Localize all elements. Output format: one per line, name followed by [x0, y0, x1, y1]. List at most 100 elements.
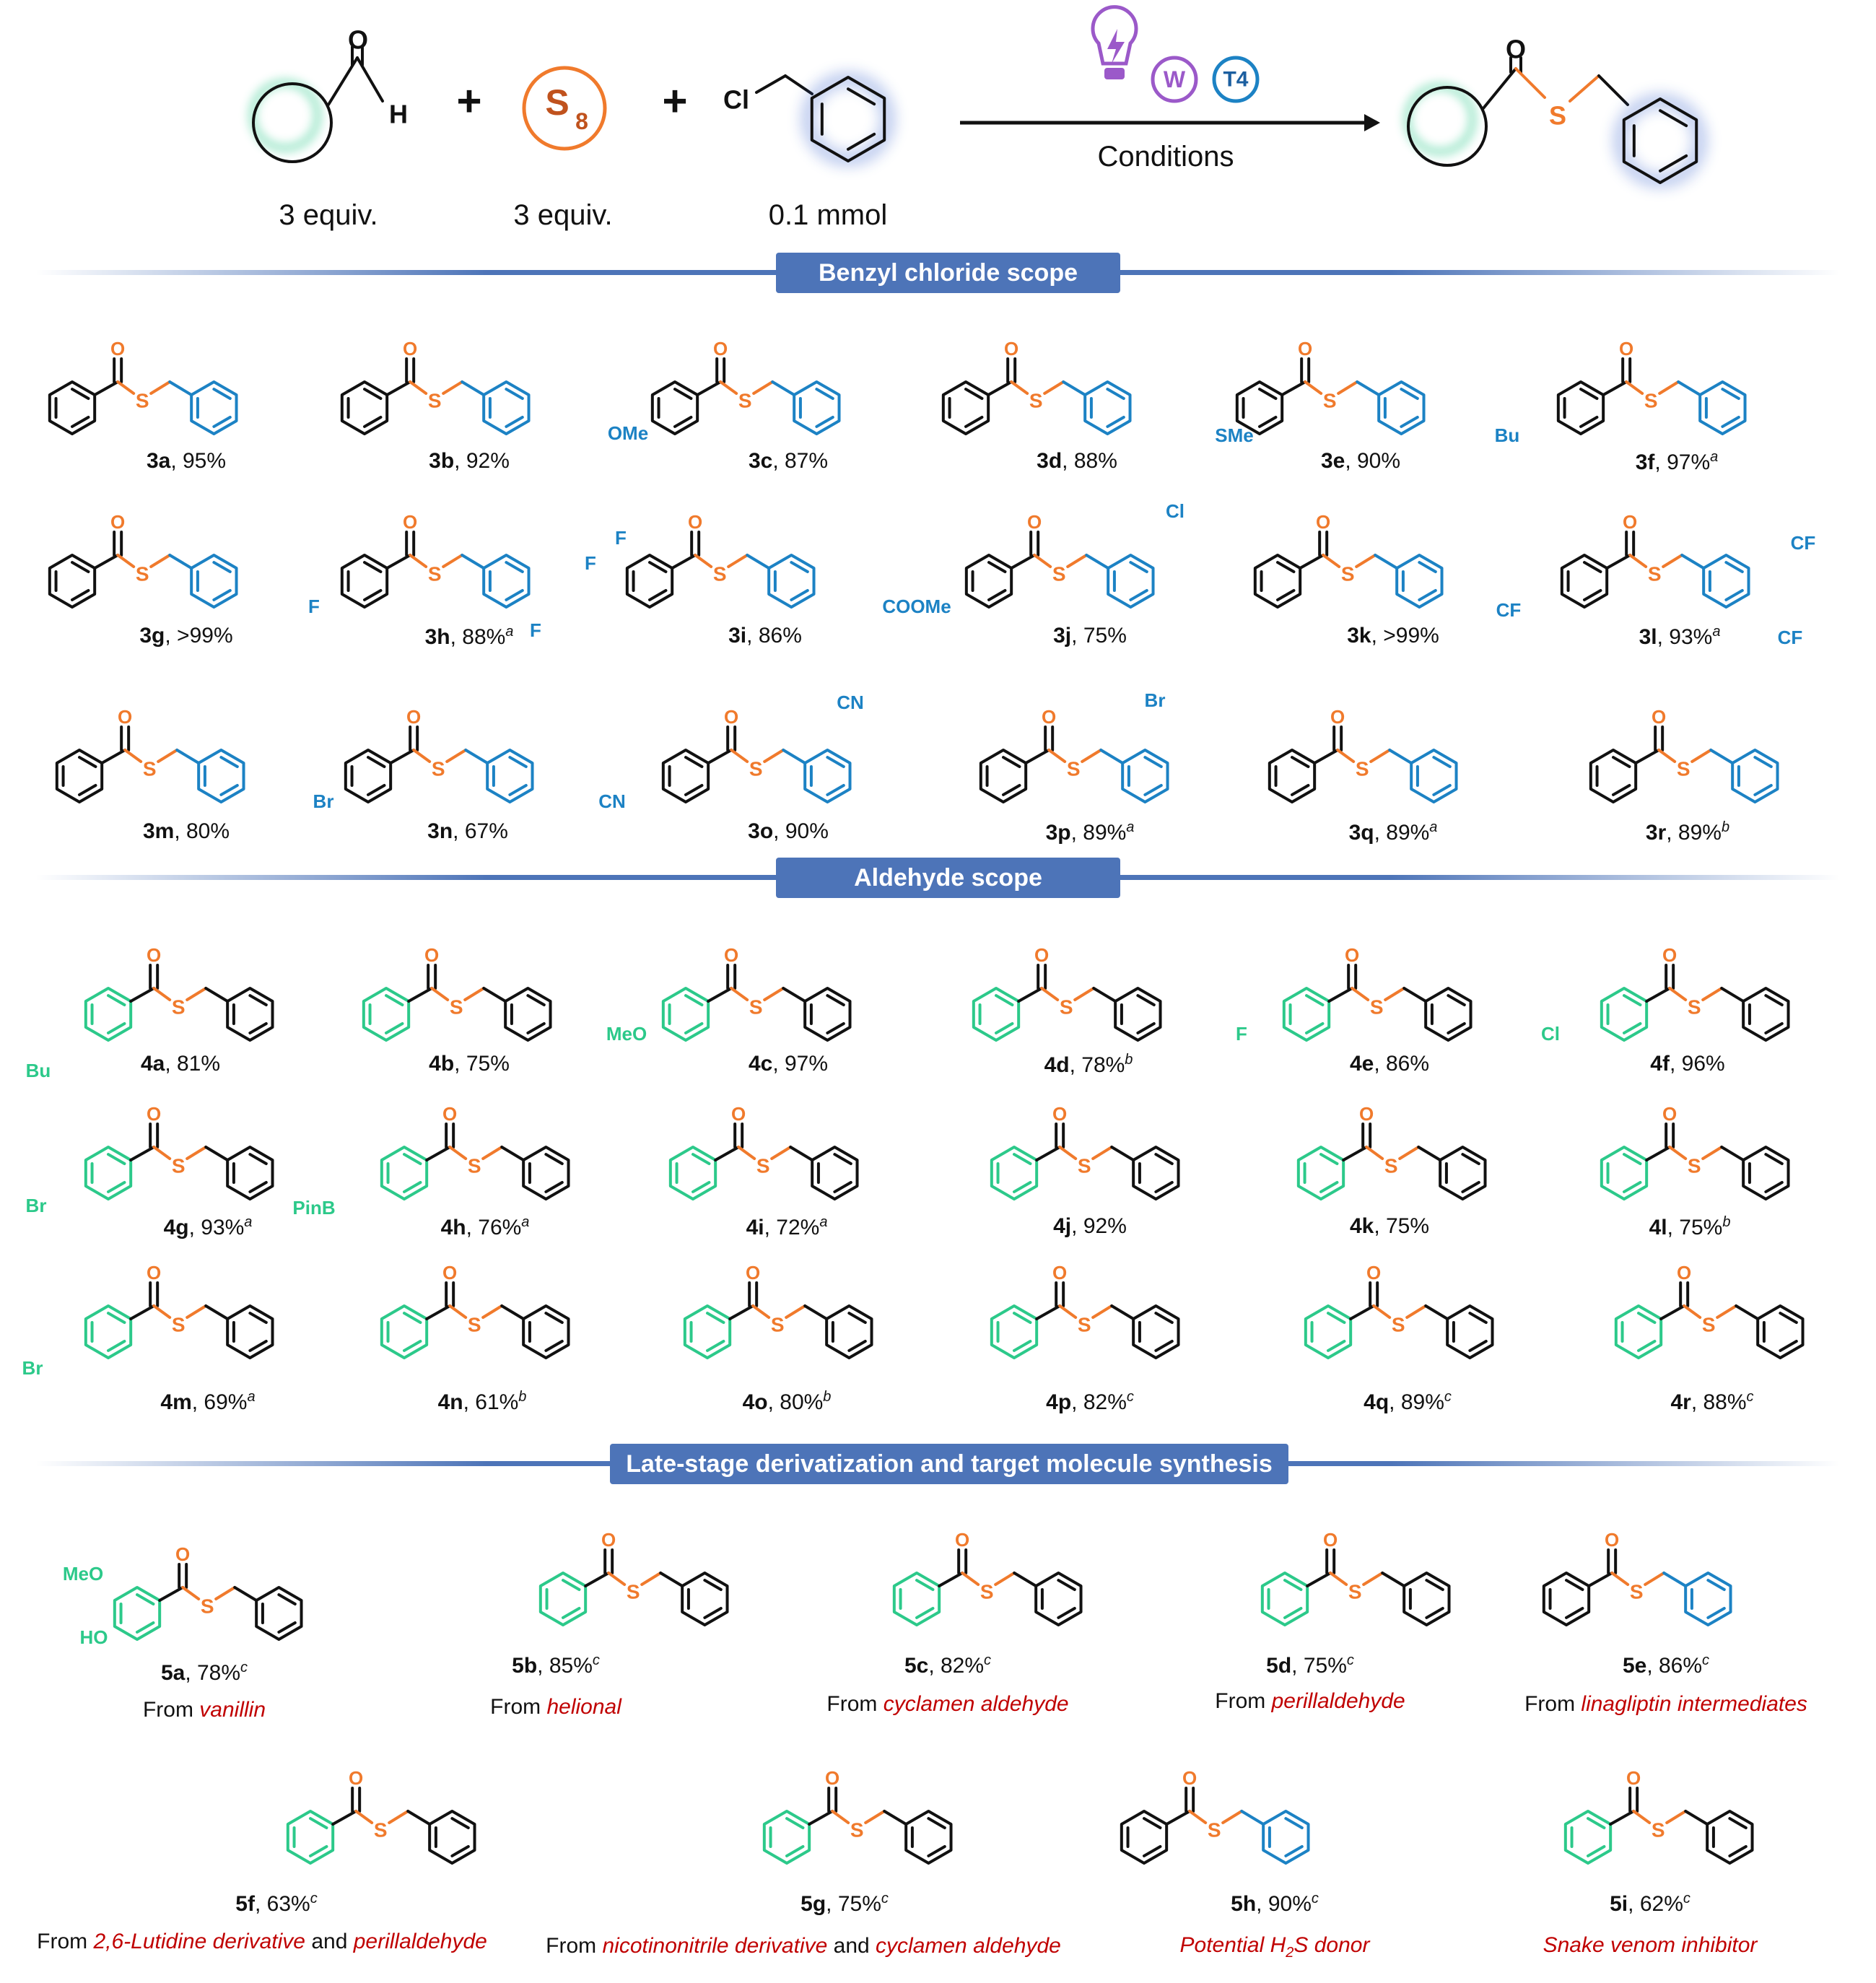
bond [1384, 987, 1406, 1001]
bond [129, 1146, 156, 1162]
bond [412, 749, 432, 763]
bond [808, 1810, 834, 1826]
compound-yield: , 95% [170, 449, 227, 473]
equiv-sulfur: 3 equiv. [513, 199, 613, 231]
bond [1154, 1339, 1174, 1352]
bond [1583, 588, 1602, 601]
atom-label: S [428, 563, 442, 585]
plus-sign-2: + [662, 77, 687, 126]
atom-label: CF [1791, 532, 1816, 554]
atom-label: Br [22, 1357, 43, 1379]
source-prefix: From [37, 1930, 94, 1953]
atom-label: S [850, 1819, 864, 1842]
bond [544, 1153, 564, 1166]
bond [107, 1153, 126, 1166]
bond [737, 1146, 756, 1160]
bond [1327, 1312, 1346, 1325]
footnote-marker: c [984, 1652, 992, 1668]
compound-yield: , 90% [1345, 449, 1401, 473]
product-ring [1407, 86, 1488, 167]
bond [1305, 994, 1325, 1007]
bond [831, 1810, 850, 1824]
atom-label: O [1323, 1529, 1338, 1551]
compound-id: 4m [160, 1390, 192, 1414]
compound-id: 4e [1349, 1052, 1374, 1076]
bond [168, 554, 193, 570]
bond [826, 994, 845, 1007]
bond [505, 415, 524, 428]
compound-yield: , 88% [450, 625, 506, 649]
ring [1439, 1146, 1487, 1200]
bond [277, 1593, 297, 1606]
bond [1658, 380, 1680, 395]
bond [1035, 1304, 1062, 1320]
bond [186, 1146, 208, 1160]
bond [673, 415, 693, 428]
bond [1258, 388, 1278, 401]
atom-label: S [1078, 1314, 1091, 1336]
compound-id: 3n [427, 819, 453, 843]
compound-id: 4g [163, 1216, 189, 1239]
bond [248, 1312, 268, 1325]
bond [673, 388, 693, 401]
compound-id: 4j [1053, 1214, 1072, 1238]
bond [508, 756, 528, 769]
compound-label-3o: 3o, 90% [748, 819, 829, 844]
bond [1322, 554, 1341, 568]
source-prefix: From [1524, 1692, 1581, 1716]
footnote-marker: c [592, 1652, 600, 1668]
ring [1731, 749, 1779, 803]
bond [248, 994, 268, 1007]
bond [1143, 783, 1163, 796]
ring [226, 1146, 274, 1200]
bond [847, 87, 876, 106]
atom-label: S [1341, 563, 1355, 585]
source-name: 2,6-Lutidine derivative [93, 1930, 305, 1953]
bond [1684, 1810, 1709, 1826]
bond [1165, 1810, 1192, 1826]
bond [1365, 1146, 1384, 1160]
bond [833, 1180, 852, 1193]
compound-id: 3r [1645, 821, 1667, 845]
compound-yield: , 88% [1690, 1390, 1747, 1414]
bond [1017, 987, 1044, 1003]
bond [1764, 1180, 1784, 1193]
bond [1579, 388, 1599, 401]
compound-yield: , 76% [466, 1216, 522, 1239]
atom-label: O [1626, 1767, 1641, 1789]
bond [706, 1312, 725, 1325]
bond [93, 380, 120, 396]
compound-label-4j: 4j, 92% [1053, 1214, 1127, 1239]
atom-label: CF [1496, 599, 1522, 621]
atom-label: O [110, 511, 125, 533]
bond [1313, 749, 1340, 764]
bond [607, 1572, 627, 1586]
compound-yield: , 80% [767, 1390, 824, 1414]
compound-id: 4f [1650, 1052, 1670, 1076]
bond [1623, 1153, 1642, 1166]
bond [1425, 1579, 1444, 1592]
bond [1221, 1810, 1244, 1824]
ring [1410, 749, 1458, 803]
bond [1306, 1572, 1332, 1587]
atom-label: S [1384, 1155, 1398, 1177]
bond [1400, 388, 1419, 401]
compound-label-5c: 5c, 82%c [904, 1652, 991, 1678]
bond [1447, 994, 1466, 1007]
compound-id: 3e [1320, 449, 1345, 473]
bond [1143, 1817, 1162, 1830]
compound-yield: , 97% [1654, 450, 1711, 474]
bond [785, 1844, 805, 1857]
bond [1645, 987, 1672, 1003]
bond [508, 783, 528, 796]
bond [1628, 554, 1648, 568]
bond [1728, 1817, 1748, 1830]
bond [994, 1572, 1016, 1586]
compound-id: 4h [440, 1216, 466, 1239]
bond [116, 554, 136, 568]
bond [964, 388, 984, 401]
atom-label: O [1042, 706, 1056, 728]
atom-label: O [601, 1529, 616, 1551]
equiv-aldehyde: 3 equiv. [279, 199, 378, 231]
footnote-marker: c [1746, 1389, 1754, 1405]
